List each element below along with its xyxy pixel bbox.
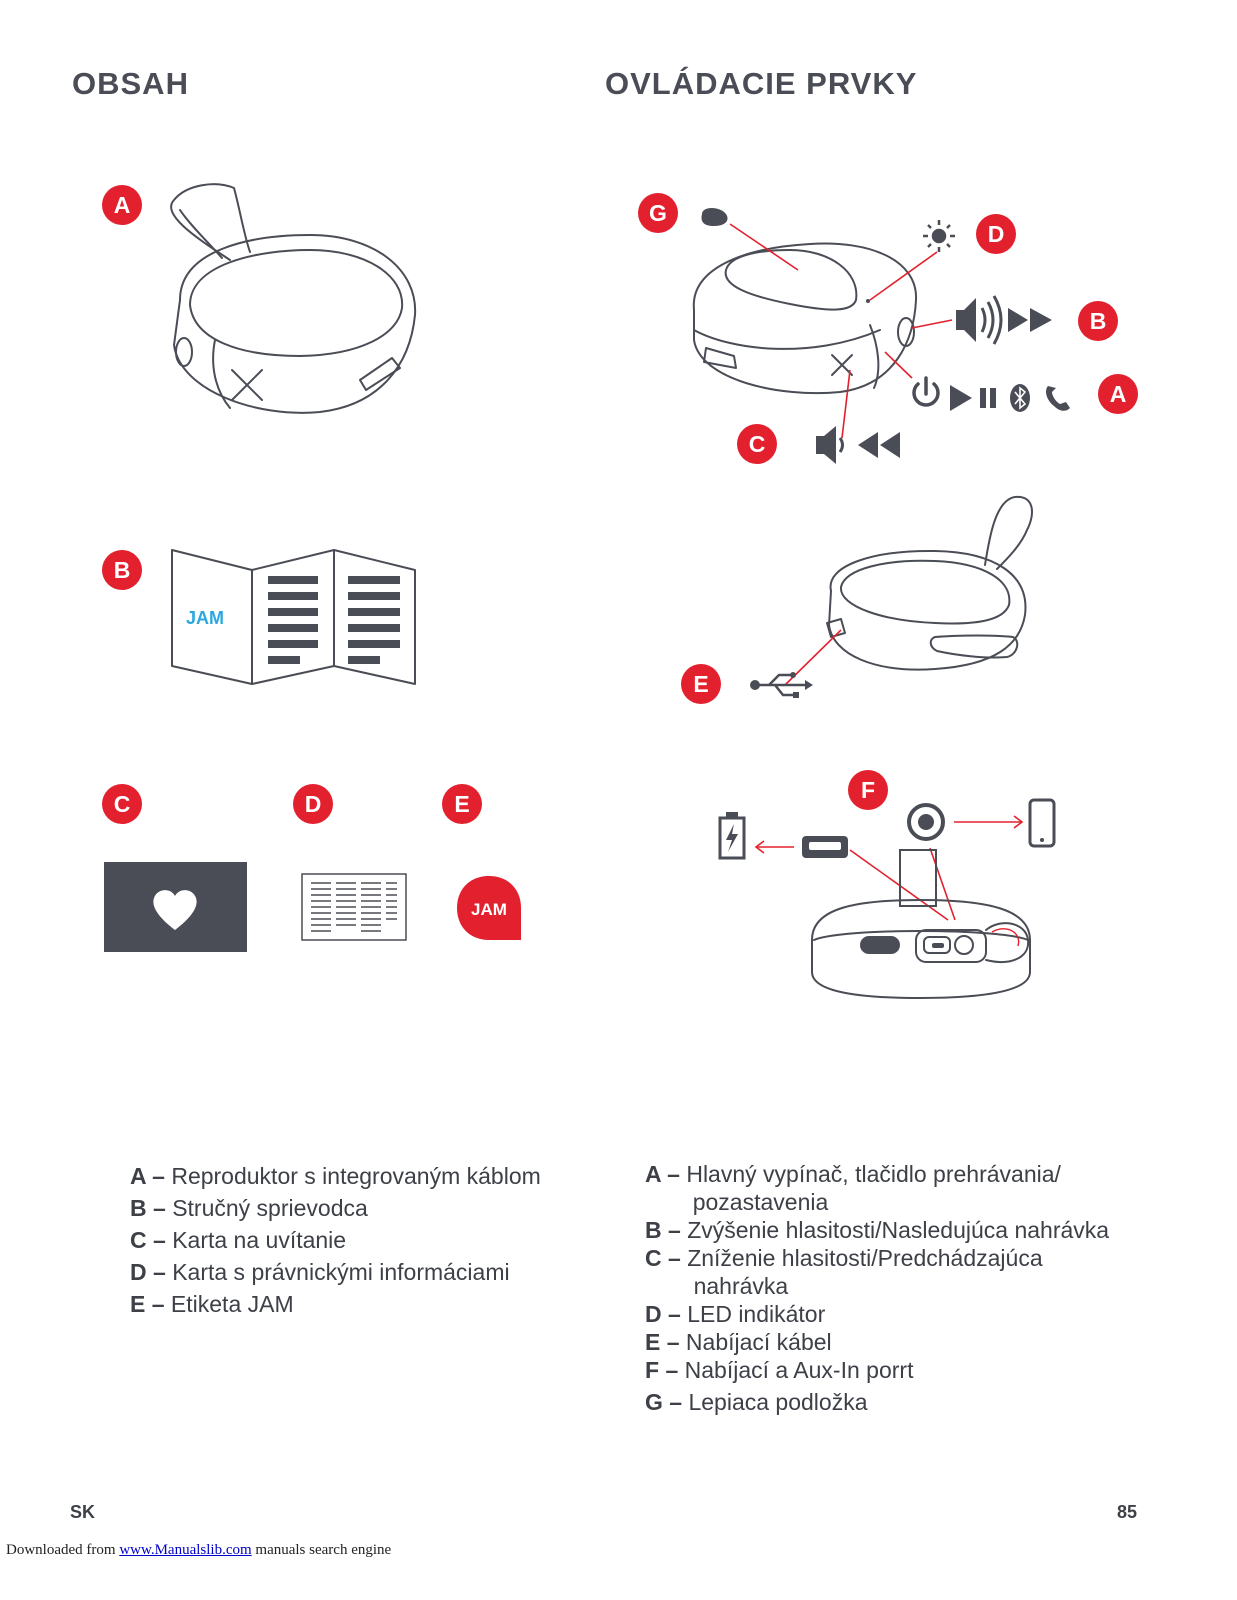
controls-badge-a: A <box>1098 374 1138 414</box>
welcome-card-illustration <box>104 862 247 952</box>
controls-badge-g: G <box>638 193 678 233</box>
speaker-top-view <box>692 208 1070 464</box>
volume-down-icon <box>816 426 844 464</box>
volume-up-icon <box>956 295 1003 345</box>
contents-heading: OBSAH <box>72 66 189 101</box>
controls-badge-e: E <box>681 664 721 704</box>
legend-item: A – Reproduktor s integrovaným káblom <box>130 1163 541 1189</box>
legal-card-illustration <box>301 873 407 941</box>
adhesive-pad-icon <box>701 208 728 226</box>
contents-badge-c: C <box>102 784 142 824</box>
speaker-usb-view <box>750 495 1033 698</box>
contents-badge-e: E <box>442 784 482 824</box>
legend-item: G – Lepiaca podložka <box>645 1389 868 1415</box>
led-icon <box>923 220 955 252</box>
footer-language: SK <box>70 1502 96 1522</box>
pause-icon <box>980 388 996 408</box>
legend-item: B – Stručný sprievodca <box>130 1195 368 1221</box>
contents-legend: A – Reproduktor s integrovaným káblom B … <box>130 1160 600 1320</box>
manualslib-link[interactable]: www.Manualslib.com <box>119 1542 252 1558</box>
speaker-illustration <box>170 183 417 414</box>
legend-item: C – Zníženie hlasitosti/Predchádzajúca n… <box>645 1245 1043 1299</box>
legend-item: F – Nabíjací a Aux-In porrt <box>645 1357 914 1383</box>
contents-badge-b: B <box>102 550 142 590</box>
next-track-icon <box>1008 308 1052 332</box>
legend-item: B – Zvýšenie hlasitosti/Nasledujúca nahr… <box>645 1217 1110 1243</box>
page-number: 85 <box>1117 1502 1138 1522</box>
bluetooth-icon <box>1010 384 1030 412</box>
controls-badge-c: C <box>737 424 777 464</box>
controls-badge-f: F <box>848 770 888 810</box>
legend-item: E – Nabíjací kábel <box>645 1329 832 1355</box>
controls-heading: OVLÁDACIE PRVKY <box>605 66 918 101</box>
controls-badge-d: D <box>976 214 1016 254</box>
guide-logo-text: JAM <box>186 608 224 628</box>
speaker-port-view <box>718 798 1056 999</box>
battery-icon <box>718 812 746 860</box>
heart-icon <box>153 890 197 930</box>
controls-legend: A – Hlavný vypínač, tlačidlo prehrávania… <box>645 1160 1145 1416</box>
jam-sticker-illustration: JAM <box>457 876 521 940</box>
controls-badge-b: B <box>1078 301 1118 341</box>
contents-badge-a: A <box>102 185 142 225</box>
power-icon <box>912 376 940 407</box>
previous-track-icon <box>858 432 900 458</box>
legend-item: A – Hlavný vypínač, tlačidlo prehrávania… <box>645 1161 1061 1215</box>
download-watermark: Downloaded from www.Manualslib.com manua… <box>6 1542 392 1558</box>
phone-icon <box>1046 386 1070 411</box>
quick-guide-illustration: JAM <box>171 549 416 685</box>
usb-icon <box>750 672 813 698</box>
aux-icon <box>907 803 945 841</box>
contents-badge-d: D <box>293 784 333 824</box>
legend-item: E – Etiketa JAM <box>130 1291 294 1317</box>
legend-item: D – Karta s právnickými informáciami <box>130 1259 510 1285</box>
legend-item: D – LED indikátor <box>645 1301 826 1327</box>
legend-item: C – Karta na uvítanie <box>130 1227 347 1253</box>
sticker-logo-text: JAM <box>471 900 507 919</box>
play-icon <box>950 385 972 411</box>
smartphone-icon <box>1028 798 1056 848</box>
